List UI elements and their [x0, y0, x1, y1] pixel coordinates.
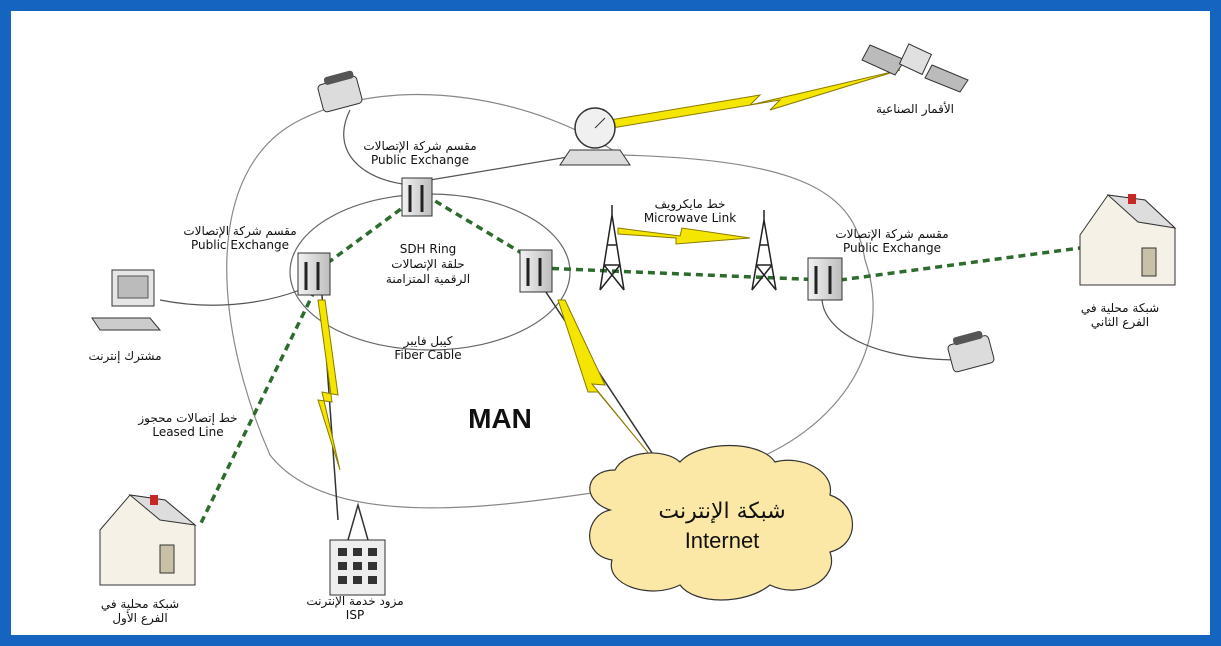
sdh-label-ar-2: الرقمية المتزامنة	[386, 272, 470, 287]
internet-label-en: Internet	[685, 528, 760, 553]
lightning-bolts	[317, 69, 901, 471]
satellite-label: الأقمار الصناعية	[876, 101, 954, 117]
satellite-icon	[861, 43, 969, 93]
lan-first-label-2: الفرع الأول	[112, 610, 167, 626]
lan-second-label-1: شبكة محلية في	[1081, 301, 1159, 315]
sdh-label-ar-1: حلقة الإتصالات	[391, 257, 464, 271]
isp-label-ar: مزود خدمة الإنترنت	[306, 594, 403, 609]
isp-label-en: ISP	[346, 608, 364, 622]
house-left-icon	[99, 494, 197, 586]
exchange-left-label-en: Public Exchange	[191, 238, 289, 252]
exchange-left-icon	[297, 252, 331, 296]
isp-building-icon	[329, 502, 386, 596]
exchange-mid-icon	[519, 249, 553, 293]
leased-line-label-en: Leased Line	[152, 425, 223, 439]
man-title: MAN	[468, 403, 532, 434]
microwave-tower-icon	[599, 205, 625, 291]
internet-cloud-icon	[589, 445, 853, 601]
exchange-right-icon	[807, 257, 843, 301]
exchange-top-label-en: Public Exchange	[371, 153, 469, 167]
subscriber-label: مشترك إنترنت	[88, 349, 161, 364]
computer-icon	[91, 269, 162, 331]
house-right-icon	[1079, 194, 1177, 286]
microwave-label-ar: خط مايكرويف	[655, 197, 726, 212]
lan-second-label-2: الفرع الثاني	[1091, 315, 1149, 330]
exchange-left-label-ar: مقسم شركة الإتصالات	[183, 224, 296, 239]
microwave-tower-icon	[751, 210, 777, 291]
lan-first-label-1: شبكة محلية في	[101, 597, 179, 611]
dashed-links	[198, 193, 1081, 526]
microwave-label-en: Microwave Link	[644, 211, 736, 225]
fiber-label-en: Fiber Cable	[394, 348, 461, 362]
telephone-icon	[317, 70, 363, 113]
exchange-top-label-ar: مقسم شركة الإتصالات	[363, 139, 476, 154]
sdh-label-en: SDH Ring	[400, 242, 457, 256]
exchange-top-icon	[401, 177, 433, 217]
fiber-label-ar: كيبل فايبر	[403, 334, 453, 349]
exchange-right-label-en: Public Exchange	[843, 241, 941, 255]
leased-line-label-ar: خط إتصالات محجوز	[137, 411, 237, 426]
exchange-right-label-ar: مقسم شركة الإتصالات	[835, 227, 948, 242]
internet-label-ar: شبكة الإنترنت	[658, 499, 785, 524]
telephone-icon	[947, 330, 995, 373]
satellite-dish-icon	[559, 107, 631, 166]
solid-links	[159, 109, 961, 361]
